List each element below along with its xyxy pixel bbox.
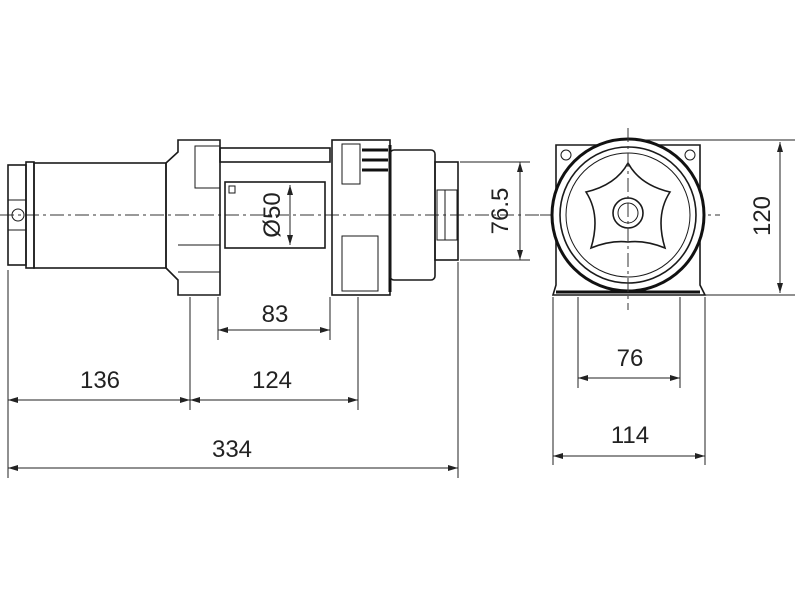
bolt-hole-left xyxy=(560,149,572,161)
front-extension-lines xyxy=(552,139,795,465)
dim-output-height: 76.5 xyxy=(487,188,514,235)
bolt-hole-right xyxy=(684,149,696,161)
front-view: 120 76 114 xyxy=(540,128,795,465)
dim-bolt-spacing: 76 xyxy=(617,345,644,372)
dim-frame-length: 124 xyxy=(252,367,292,394)
tie-rod xyxy=(219,147,331,163)
side-view: Ø50 83 136 124 334 76.5 xyxy=(0,139,540,478)
dim-height: 120 xyxy=(749,196,776,236)
right-end-bracket xyxy=(331,139,392,296)
cable-drum xyxy=(224,181,326,249)
clutch-output xyxy=(434,161,459,261)
dim-drum-diameter: Ø50 xyxy=(259,192,286,237)
dim-motor-length: 136 xyxy=(80,367,120,394)
left-end-bracket xyxy=(165,139,221,296)
dim-drum-length: 83 xyxy=(262,301,289,328)
dim-width: 114 xyxy=(611,422,649,449)
dim-overall-length: 334 xyxy=(212,436,252,463)
